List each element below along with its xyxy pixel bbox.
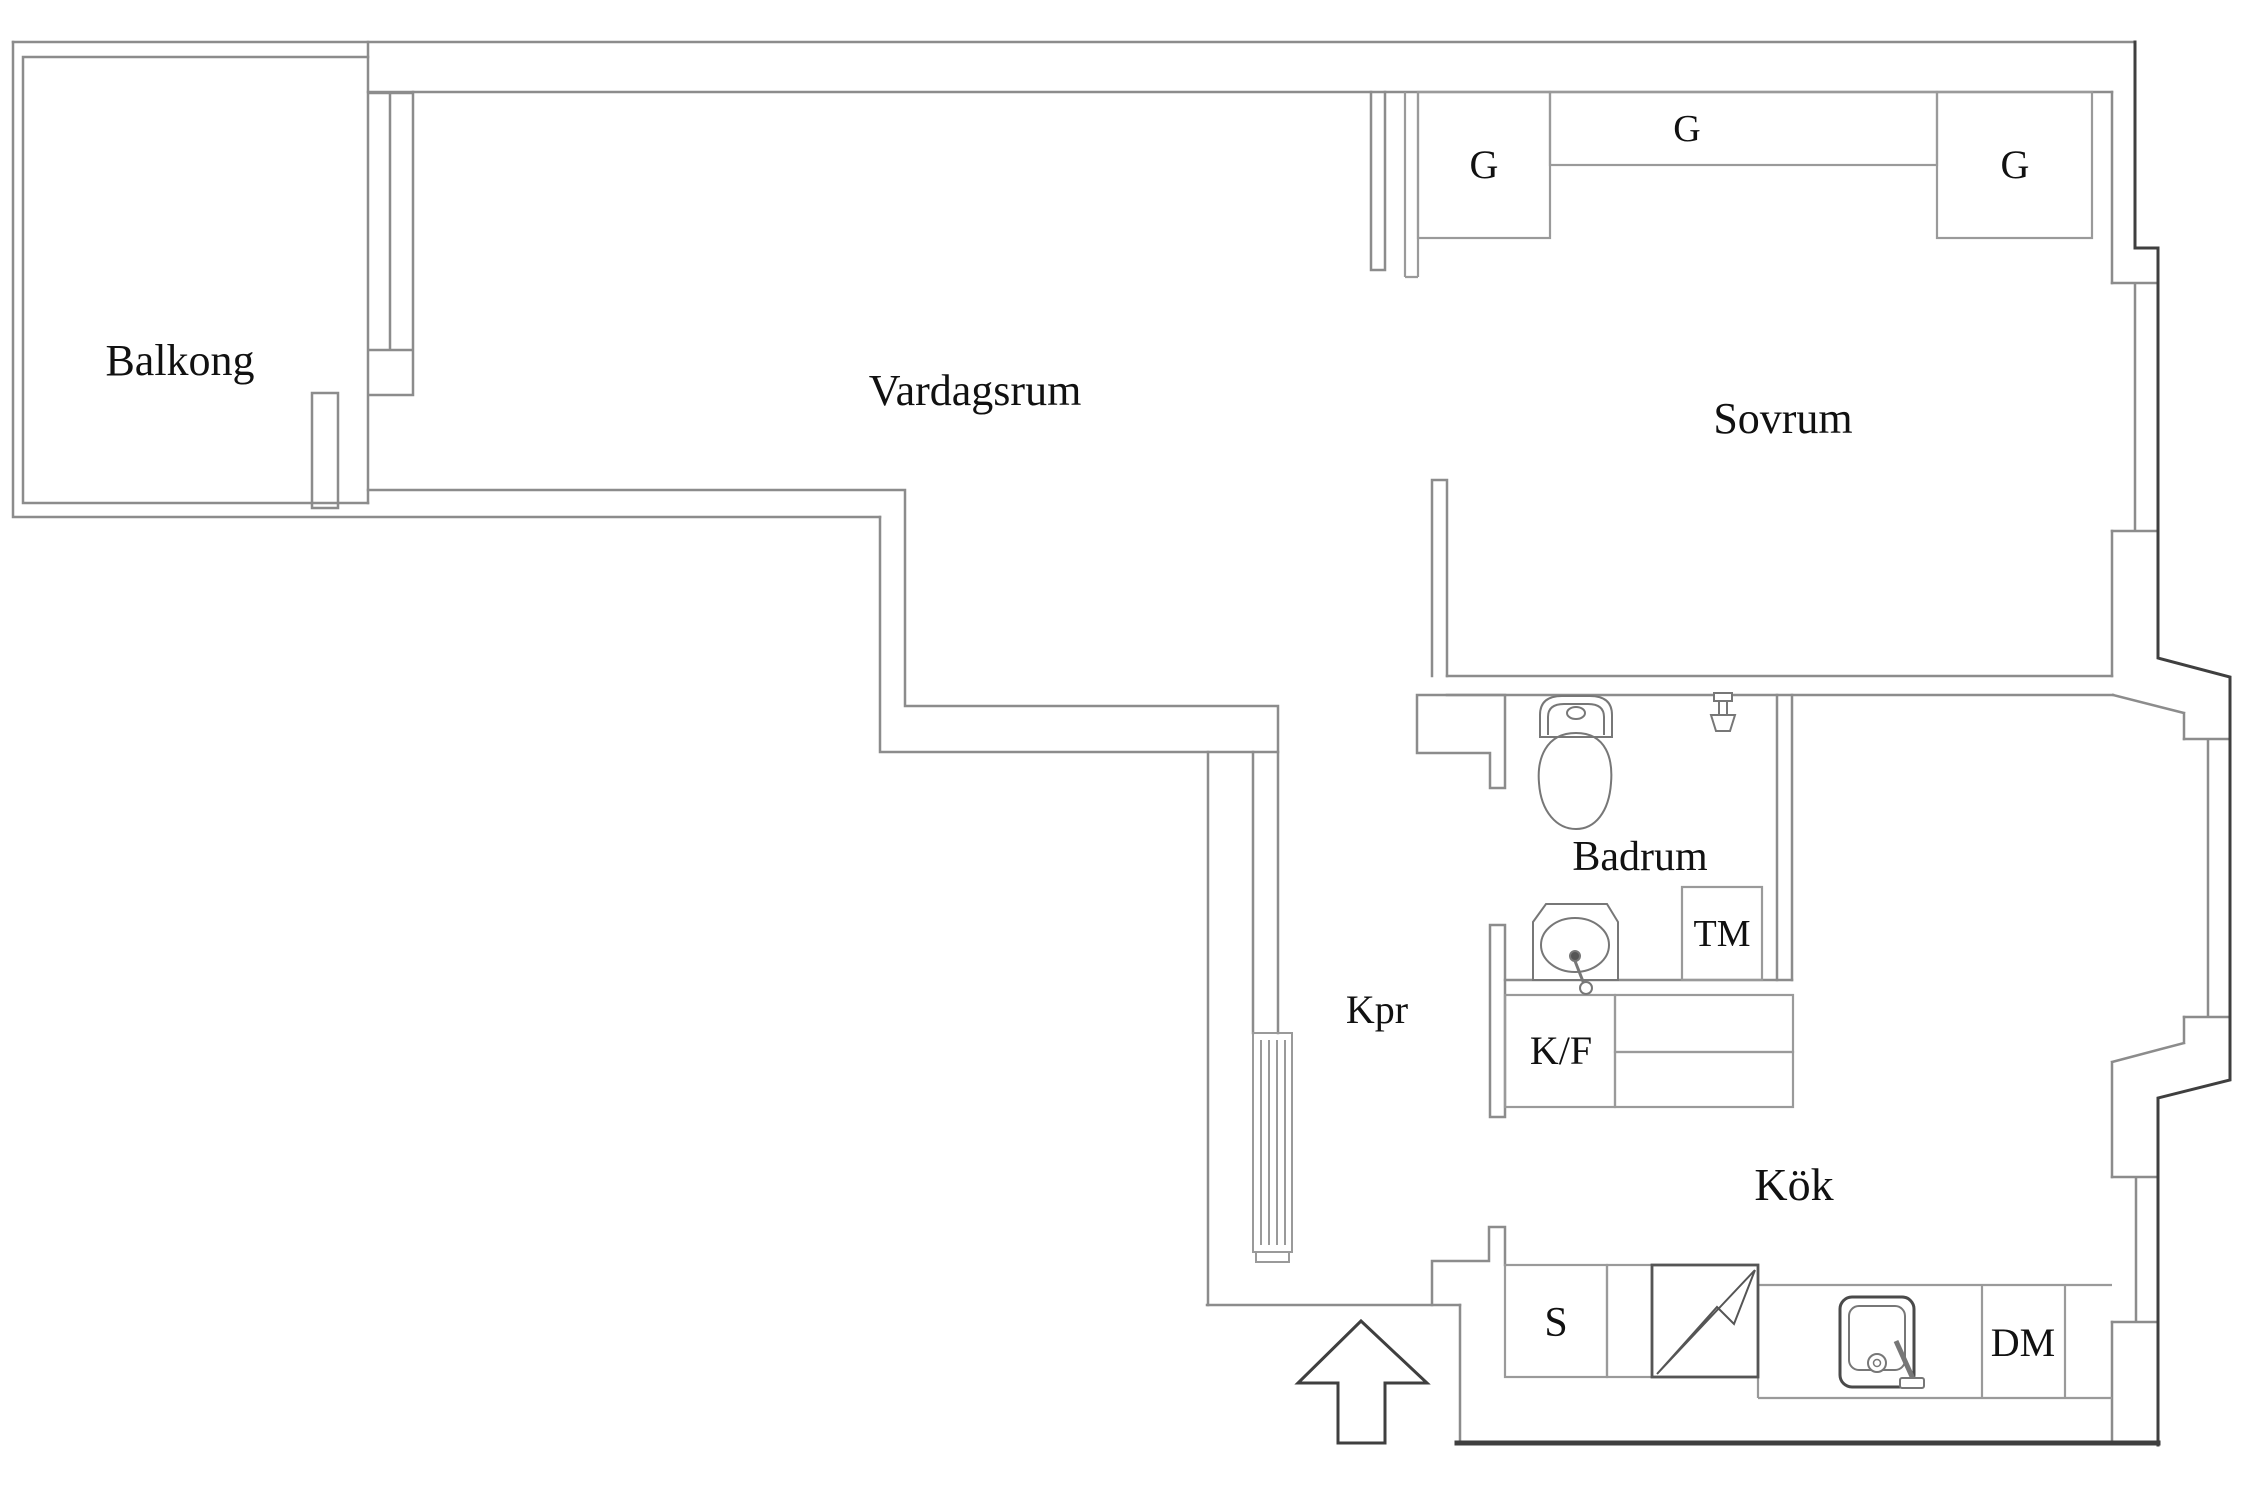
stove-lightning-icon (1656, 1269, 1756, 1375)
counter-box-1 (1613, 993, 1795, 1054)
oven-box (1650, 1263, 1760, 1379)
bathroom-west-wall (1488, 923, 1507, 1119)
kitchen-sink-icon (1838, 1295, 1925, 1389)
tap-cap (1713, 692, 1733, 702)
exterior-walls (11, 40, 2232, 1445)
counter-box-3 (1605, 1263, 1654, 1379)
kitchen-sink-faucet-base (1899, 1377, 1925, 1389)
room-label-balkong: Balkong (105, 336, 254, 385)
entrance-arrow-icon (1294, 1318, 1431, 1445)
kitchen-sink-drain-center (1872, 1358, 1882, 1368)
closet-label-g3: G (2001, 142, 2030, 187)
tap-stem (1718, 700, 1728, 716)
closet-label-g2: G (1673, 108, 1700, 150)
balcony-door-leaf (310, 391, 340, 510)
east-inner-wall (2110, 90, 2186, 1445)
room-label-kok: Kök (1754, 1159, 1833, 1210)
bedroom-west-wall-upper (1369, 90, 1387, 272)
sink-basin (1540, 917, 1610, 973)
shower-tap-icon (1709, 692, 1737, 732)
washing-machine-box (1680, 885, 1764, 982)
radiator-icon (1252, 1032, 1293, 1263)
appliance-label-tm: TM (1694, 913, 1751, 955)
hall-west-wall (1206, 750, 1280, 1307)
room-label-sovrum: Sovrum (1713, 394, 1852, 443)
bay-window (2182, 737, 2232, 1019)
radiator-fins (1260, 1040, 1286, 1245)
kitchen-window (2110, 1175, 2160, 1324)
radiator-foot (1255, 1251, 1290, 1263)
bedroom-window (2110, 281, 2160, 533)
room-label-badrum: Badrum (1572, 834, 1708, 880)
toilet-icon (1537, 695, 1613, 831)
radiator-body (1252, 1032, 1293, 1253)
sink-counter (1756, 1283, 2112, 1400)
sink-tap-handle (1573, 960, 1586, 985)
hall-northeast-wall (1415, 693, 1507, 790)
bedroom-south-wall (1445, 674, 2115, 697)
tap-head (1709, 714, 1737, 732)
room-label-vardagsrum: Vardagsrum (869, 366, 1082, 415)
exterior-walls-dark (1454, 40, 2232, 1447)
bathroom-sink-icon (1532, 903, 1619, 995)
room-label-kpr: Kpr (1346, 987, 1408, 1032)
wardrobe-g2 (1548, 90, 1939, 167)
livingroom-south-wall (366, 488, 1280, 754)
kitchen-sink-faucet (1893, 1339, 1917, 1383)
toilet-button (1566, 706, 1586, 720)
appliance-label-dm: DM (1991, 1320, 2055, 1365)
closet-label-g1: G (1470, 142, 1499, 187)
counter-box-2 (1613, 1050, 1795, 1109)
closet-divider (1403, 92, 1420, 279)
sink-tap-knob (1579, 981, 1593, 995)
balcony-walls (11, 40, 882, 519)
appliance-label-s: S (1544, 1300, 1567, 1346)
bathroom-east-wall (1775, 693, 1794, 982)
toilet-tank-inner (1547, 703, 1605, 735)
labels: Balkong Vardagsrum Sovrum Badrum Kpr Kök… (105, 108, 2055, 1365)
appliance-label-kf: K/F (1530, 1028, 1592, 1073)
balcony-door-wall (366, 40, 415, 505)
east-outer-wall (2133, 40, 2232, 1447)
toilet-bowl (1537, 731, 1613, 831)
kitchen-west-wall (1430, 1225, 1507, 1445)
sink-drain (1569, 950, 1581, 962)
oven-box-outline (1650, 1263, 1760, 1379)
wardrobe-g3 (1935, 90, 2094, 240)
bedroom-west-wall-lower (1430, 478, 1449, 678)
